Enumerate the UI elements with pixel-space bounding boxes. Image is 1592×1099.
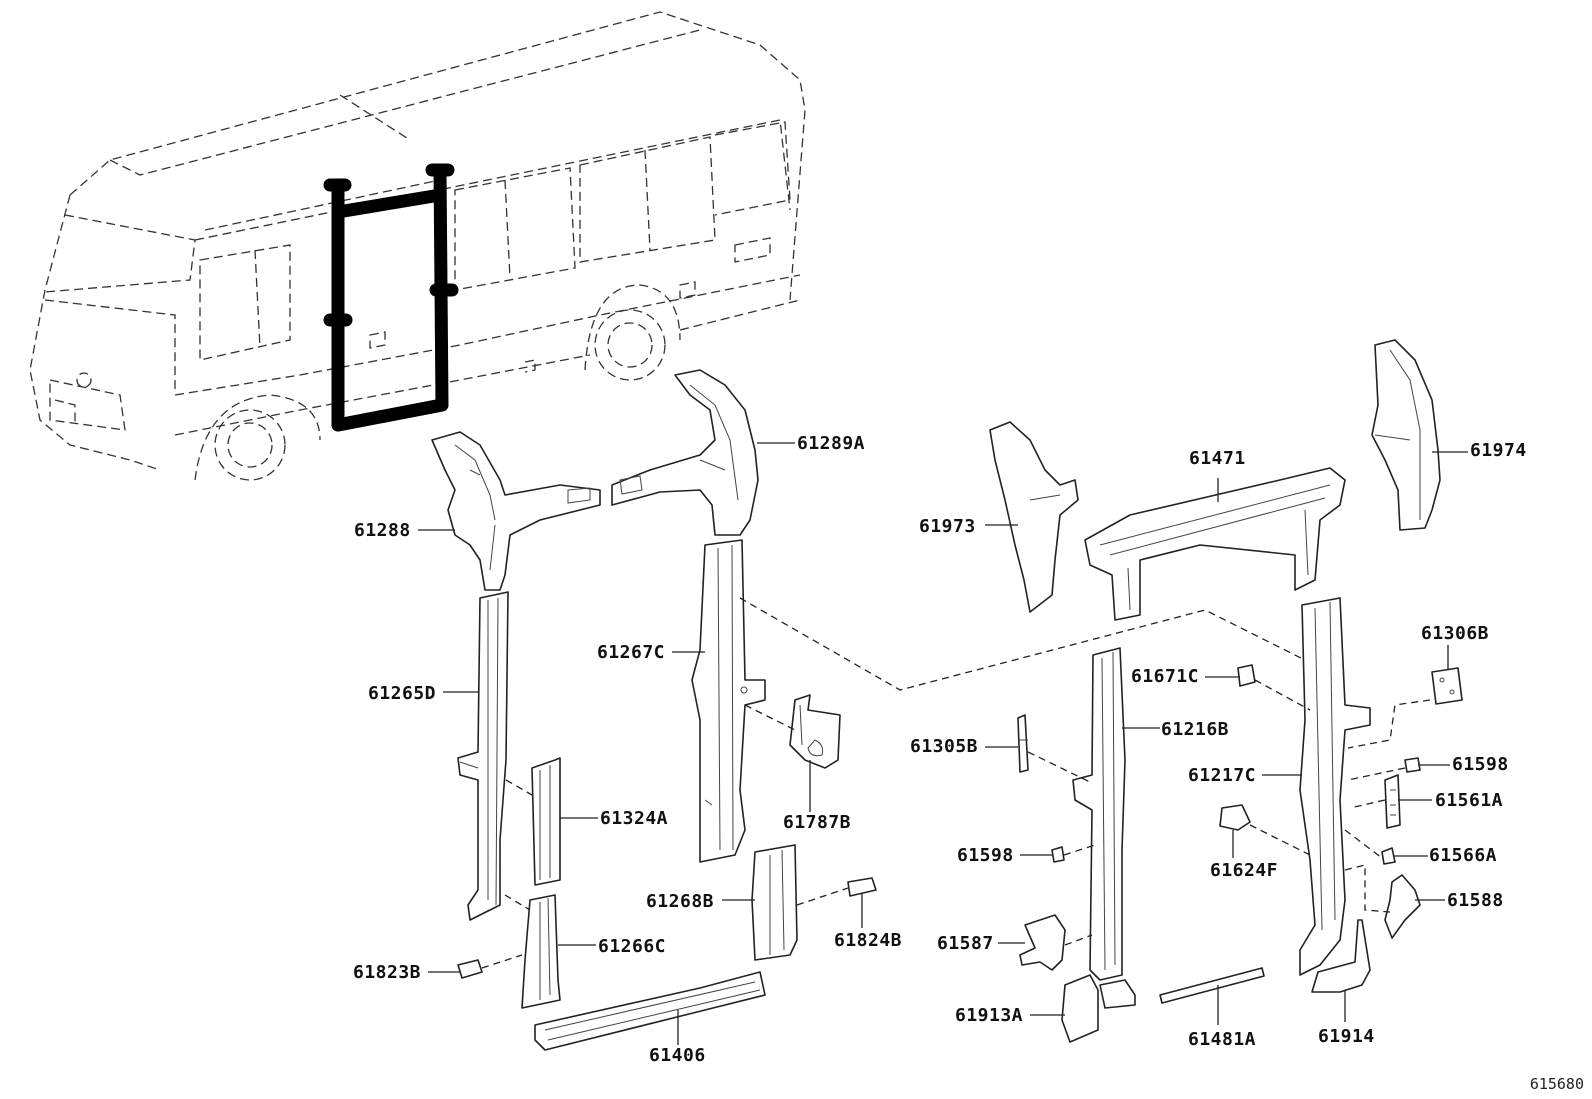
part-61306B-shape — [1431, 667, 1463, 705]
label-61266C: 61266C — [598, 936, 667, 957]
label-61823B: 61823B — [353, 962, 422, 983]
label-61973: 61973 — [919, 516, 976, 537]
label-61913A: 61913A — [955, 1005, 1024, 1026]
label-61268B: 61268B — [646, 891, 715, 912]
part-61624F-shape — [1219, 804, 1251, 831]
leader-lines — [418, 442, 1468, 1045]
part-61566A-shape — [1381, 847, 1396, 865]
label-61306B: 61306B — [1421, 623, 1490, 644]
label-61587: 61587 — [937, 933, 994, 954]
label-61588: 61588 — [1447, 890, 1504, 911]
label-61471: 61471 — [1189, 448, 1246, 469]
label-61824B: 61824B — [834, 930, 903, 951]
part-61588-shape — [1384, 874, 1421, 939]
label-61598-left: 61598 — [957, 845, 1014, 866]
label-61324A: 61324A — [600, 808, 669, 829]
part-61481A-shape — [1159, 967, 1265, 1004]
label-61265D: 61265D — [368, 683, 437, 704]
part-61561A-shape — [1384, 774, 1401, 829]
part-61824B-shape — [847, 877, 877, 897]
part-61587-shape — [1019, 914, 1066, 971]
part-61974-shape — [1371, 339, 1441, 531]
part-61216B-shape — [1072, 647, 1136, 1009]
label-61406: 61406 — [649, 1045, 706, 1066]
label-61598-right: 61598 — [1452, 754, 1509, 775]
label-61288: 61288 — [354, 520, 411, 541]
part-61823B-shape — [457, 959, 483, 979]
label-61671C: 61671C — [1131, 666, 1200, 687]
part-61324A-shape — [531, 757, 561, 886]
part-61914-shape — [1311, 919, 1371, 993]
part-61305B-shape — [1017, 714, 1029, 773]
label-61305B: 61305B — [910, 736, 979, 757]
label-61216B: 61216B — [1161, 719, 1230, 740]
label-61624F: 61624F — [1210, 860, 1279, 881]
part-61268B-shape — [751, 844, 798, 961]
label-61787B: 61787B — [783, 812, 852, 833]
part-61267C-shape — [691, 539, 766, 863]
assembly-dashed-lines — [481, 597, 1431, 969]
label-61561A: 61561A — [1435, 790, 1504, 811]
label-61267C: 61267C — [597, 642, 666, 663]
label-61481A: 61481A — [1188, 1029, 1257, 1050]
part-61288-shape — [431, 431, 601, 591]
label-61289A: 61289A — [797, 433, 866, 454]
label-61566A: 61566A — [1429, 845, 1498, 866]
part-61598-shape-left — [1051, 846, 1065, 863]
part-61217C-shape — [1299, 597, 1371, 976]
label-61974: 61974 — [1470, 440, 1527, 461]
label-61217C: 61217C — [1188, 765, 1257, 786]
part-61671C-shape — [1237, 664, 1256, 687]
part-61471-shape — [1084, 467, 1346, 621]
label-61914: 61914 — [1318, 1026, 1375, 1047]
part-61598-shape-right — [1404, 757, 1421, 773]
part-61787B-shape — [789, 694, 841, 769]
part-61289A-shape — [611, 369, 759, 536]
bus-illustration — [29, 11, 806, 481]
part-61913A-shape — [1061, 974, 1099, 1043]
part-61973-shape — [990, 422, 1079, 613]
part-61266C-shape — [521, 894, 561, 1009]
diagram-reference-number: 615680 — [1529, 1075, 1584, 1093]
part-61406-shape — [534, 971, 766, 1051]
part-61265D-shape — [457, 591, 509, 921]
